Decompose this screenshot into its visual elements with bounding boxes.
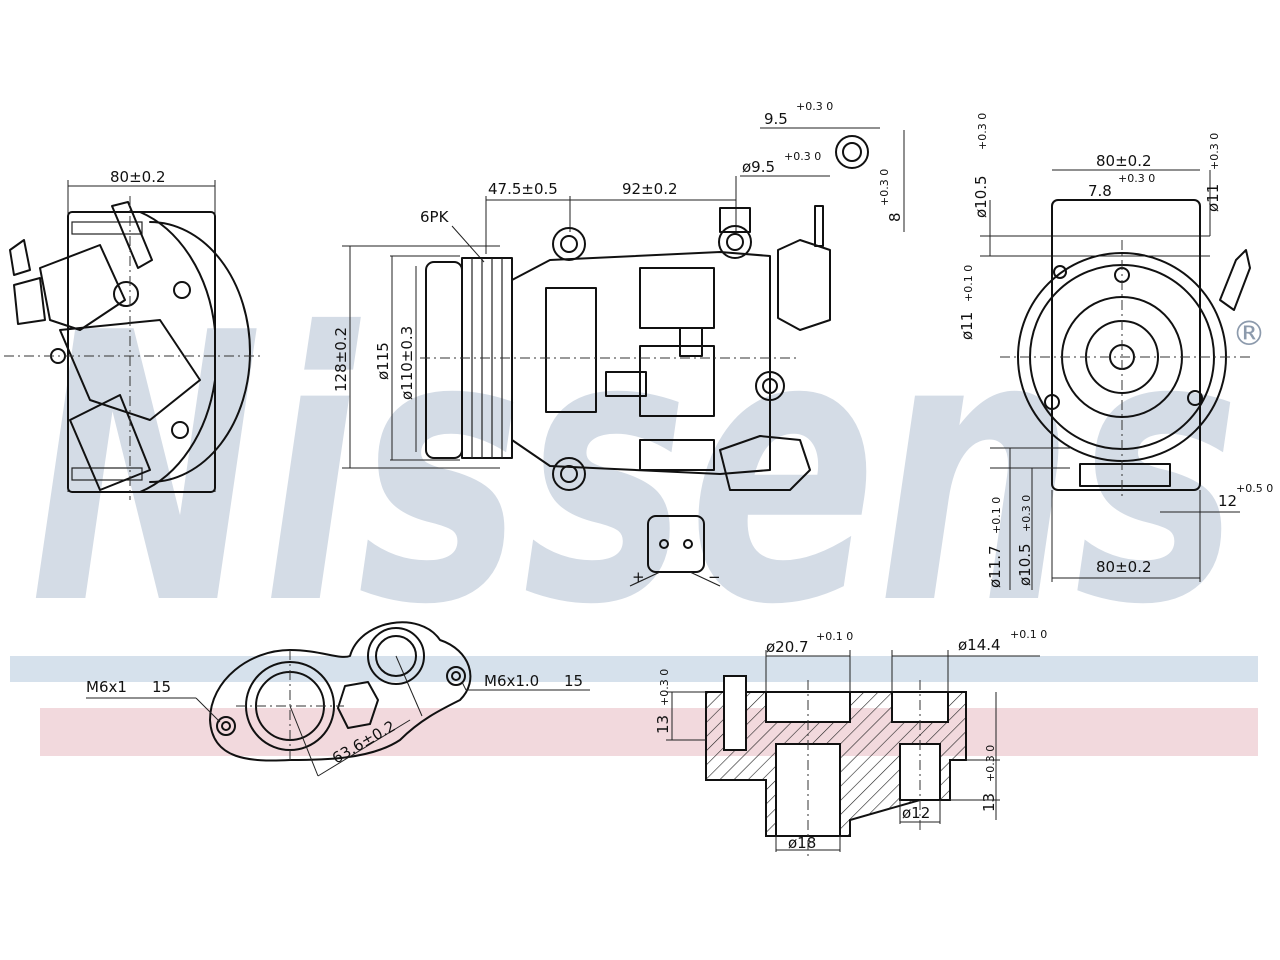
dim-207: ø20.7: [766, 638, 809, 656]
dim-117: ø11.7: [986, 545, 1004, 588]
dim-11-top-tol: +0.3 0: [1208, 133, 1221, 170]
m6-right: M6x1.0: [484, 672, 539, 690]
dim-13-right: 13: [980, 793, 998, 812]
dim-95-top-tol: +0.3 0: [796, 100, 833, 113]
m6-left: M6x1: [86, 678, 127, 696]
dim-11-top: ø11: [1204, 184, 1222, 212]
right-end-view: 80±0.2 7.8 +0.3 0 ø11 +0.3 0 ø10.5 +0.3 …: [958, 113, 1273, 590]
dim-128: 128±0.2: [332, 327, 350, 392]
dim-13-left: 13: [654, 715, 672, 734]
dim-95-top: 9.5: [764, 110, 788, 128]
dim-12b: ø12: [902, 804, 930, 822]
dim-207-tol: +0.1 0: [816, 630, 853, 643]
connector-detail: + −: [629, 515, 721, 587]
section-view: ø20.7 +0.1 0 ø14.4 +0.1 0 13 +0.3 0 13 +…: [654, 628, 1047, 860]
registered-mark: ®: [1232, 314, 1266, 354]
stripe-blue: [10, 656, 1258, 682]
dim-13-right-tol: +0.3 0: [984, 745, 997, 782]
connector-plus: +: [632, 568, 645, 586]
dim-105-bot: ø10.5: [1016, 543, 1034, 586]
left-width-label: 80±0.2: [110, 168, 166, 186]
m6-right-depth: 15: [564, 672, 583, 690]
belt-label: 6PK: [420, 208, 450, 226]
top-fitting-detail: 9.5 +0.3 0 ø9.5 +0.3 0 8 +0.3 0: [740, 100, 905, 232]
dim-12-tol: +0.5 0: [1236, 482, 1273, 495]
dim-117-tol: +0.1 0: [990, 497, 1003, 534]
stripe-red: [40, 708, 1258, 756]
dim-105-bot-tol: +0.3 0: [1020, 495, 1033, 532]
m6-left-depth: 15: [152, 678, 171, 696]
right-width-top: 80±0.2: [1096, 152, 1152, 170]
connector-minus: −: [708, 568, 721, 586]
dim-8-tol: +0.3 0: [878, 169, 891, 206]
dim-13-left-tol: +0.3 0: [658, 669, 671, 706]
dim-110: ø110±0.3: [398, 326, 416, 400]
dim-d95-tol: +0.3 0: [784, 150, 821, 163]
dim-12: 12: [1218, 492, 1237, 510]
dim-144: ø14.4: [958, 636, 1001, 654]
dim-115: ø115: [374, 342, 392, 380]
dim-92: 92±0.2: [622, 180, 678, 198]
dim-105-top-tol: +0.3 0: [976, 113, 989, 150]
dim-78: 7.8: [1088, 182, 1112, 200]
dim-11-mid: ø11: [958, 312, 976, 340]
dim-144-tol: +0.1 0: [1010, 628, 1047, 641]
dim-8: 8: [886, 212, 904, 222]
dim-105-top: ø10.5: [972, 175, 990, 218]
right-width-bot: 80±0.2: [1096, 558, 1152, 576]
watermark-layer: Nissens ®: [10, 256, 1266, 756]
side-view: 128±0.2 ø115 ø110±0.3 6PK 47.5±0.5 92±0.…: [332, 176, 831, 491]
dim-11-mid-tol: +0.1 0: [962, 265, 975, 302]
dim-47: 47.5±0.5: [488, 180, 558, 198]
dim-d95: ø9.5: [742, 158, 775, 176]
left-end-view: 80±0.2: [4, 168, 262, 500]
dim-18: ø18: [788, 834, 816, 852]
dim-78-tol: +0.3 0: [1118, 172, 1155, 185]
